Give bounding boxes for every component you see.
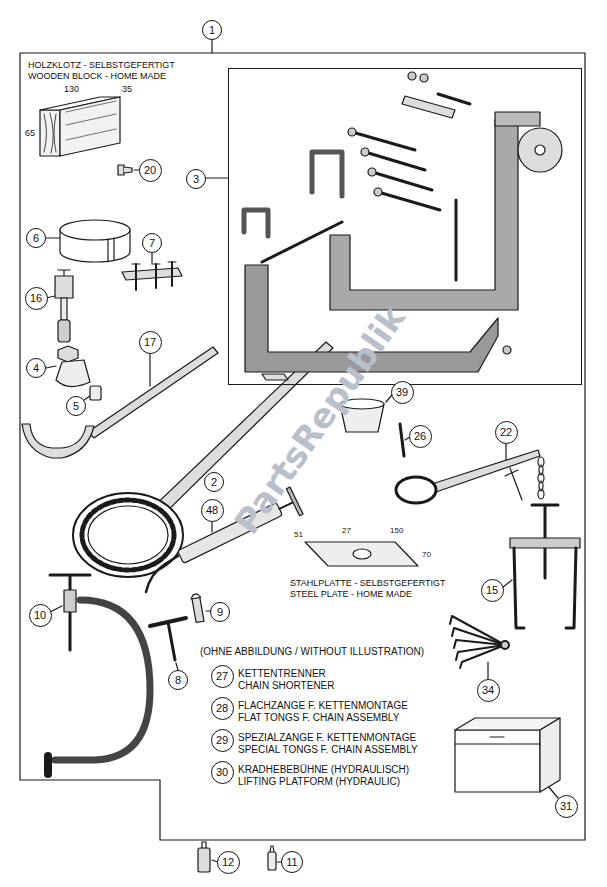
callout-number: 11 [281,851,303,873]
callout-number: 6 [26,228,46,248]
callout-number: 8 [168,670,188,690]
callout-number: 3 [186,169,206,189]
callout-number: 9 [210,602,230,622]
callout-number: 39 [391,381,414,404]
callout-number: 26 [409,425,432,448]
screw [118,165,132,175]
part-name: CHAIN SHORTENER [238,680,335,692]
callout-number: 2 [204,472,224,492]
pin [400,424,404,456]
dimension: 70 [422,550,431,560]
callout-number: 34 [477,679,500,702]
callout-number: 17 [139,331,162,354]
part-name: SPEZIALZANGE F. KETTENMONTAGE [238,732,416,744]
callout-number: 15 [481,579,504,602]
callout-number: 1 [202,20,222,40]
part-name: KRADHEBEBÜHNE (HYDRAULISCH) [238,764,409,776]
callout-number: 22 [495,421,518,444]
part-name: FLAT TONGS F. CHAIN ASSEMBLY [238,712,399,724]
dimension: 27 [342,526,351,536]
hex-key-set [450,616,509,668]
callout-number: 10 [29,604,52,627]
leader-line [46,40,558,862]
callout-number: 5 [66,396,86,416]
extractor-bell [56,346,101,400]
callout-number: 48 [201,499,224,522]
clamp-ring [60,220,130,262]
part-note: WOODEN BLOCK - HOME MADE [28,71,166,82]
dimension: 130 [64,84,79,95]
stand-frame: 3 [228,68,582,385]
part-name: SPECIAL TONGS F. CHAIN ASSEMBLY [238,744,418,756]
callout-number: 29 [211,729,234,752]
chain-tool [396,450,544,503]
part-name: LIFTING PLATFORM (HYDRAULIC) [238,776,400,788]
callout-number: 28 [211,697,234,720]
t-wrench [150,618,186,660]
wooden-block [40,97,120,156]
part-note: STEEL PLATE - HOME MADE [290,589,412,600]
holding-plate [122,262,182,290]
tool-case [455,718,560,792]
frame-outline [20,53,585,840]
holding-fork [22,347,218,458]
c-clamp [48,575,150,774]
part-name: FLACHZANGE F. KETTENMONTAGE [238,700,408,712]
watermark: PartsRepublik [226,298,413,541]
part-name: KETTENTRENNER [238,668,326,680]
callout-number: 30 [211,761,234,784]
callout-number: 12 [217,851,240,874]
callout-number: 16 [25,287,48,310]
puller-tool [55,270,73,342]
part-note: (OHNE ABBILDUNG / WITHOUT ILLUSTRATION) [200,646,424,658]
callout-number: 31 [555,795,578,818]
dimension: 35 [122,84,132,95]
part-note: STAHLPLATTE - SELBSTGEFERTIGT [290,578,446,589]
dimension: 51 [294,530,303,540]
dimension: 65 [25,128,35,139]
dimension: 150 [390,526,403,536]
gear-puller [510,505,580,628]
callout-number: 27 [211,665,234,688]
callout-number: 4 [26,358,46,378]
callout-number: 20 [139,159,162,182]
callout-number: 7 [142,233,162,253]
wrench [190,593,205,622]
steel-plate [305,542,418,566]
part-note: HOLZKLOTZ - SELBSTGEFERTIGT [28,60,175,71]
